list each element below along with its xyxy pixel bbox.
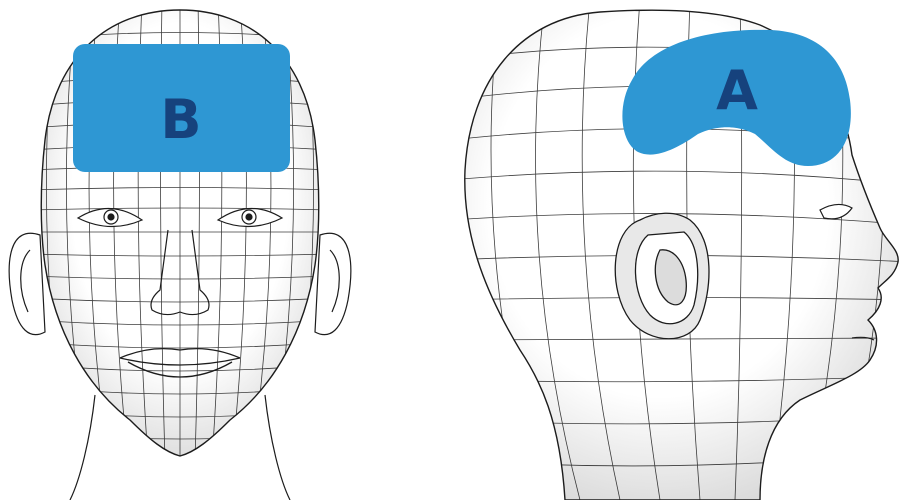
marker-label-a: A (716, 59, 758, 122)
marker-label-b: B (160, 88, 201, 151)
side-ear (615, 213, 709, 339)
region-marker-b: B (73, 44, 290, 172)
